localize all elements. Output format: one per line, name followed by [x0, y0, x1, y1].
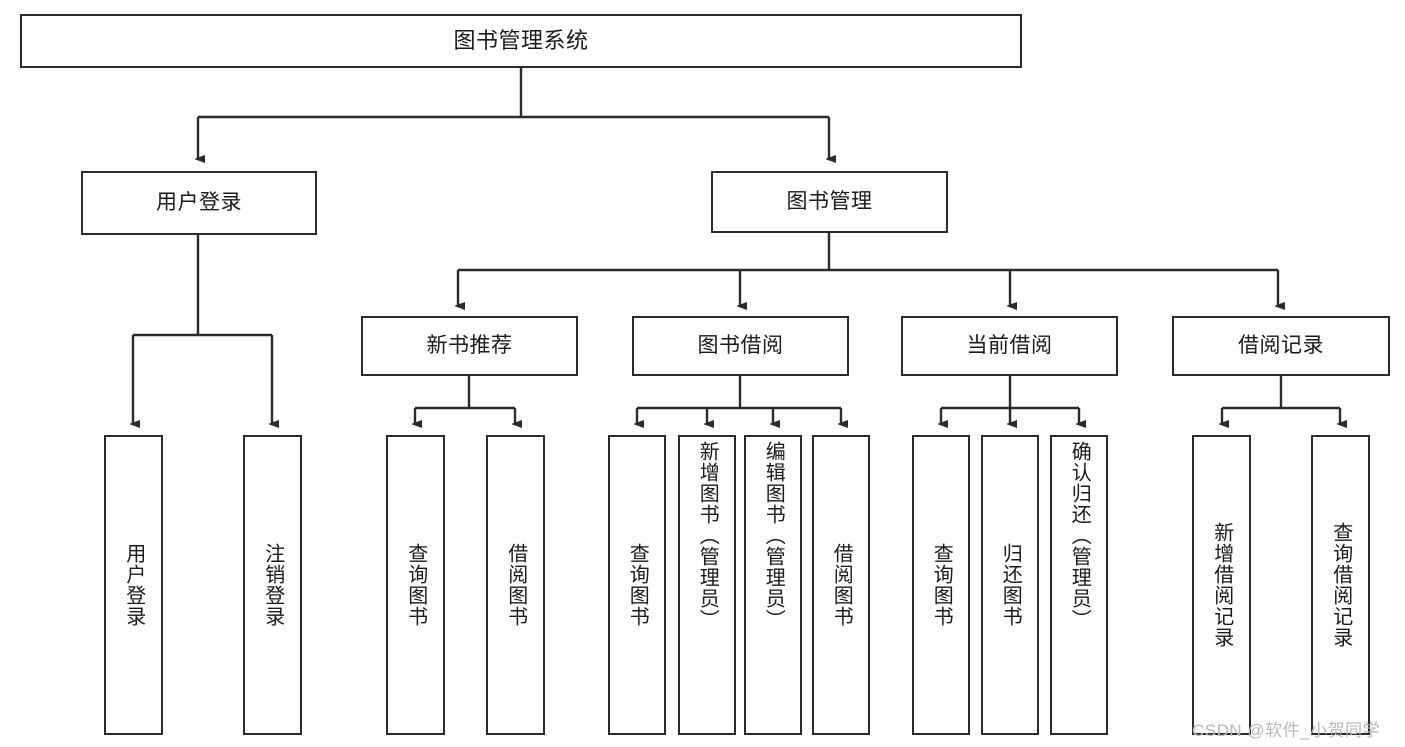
leaf-label: 查询借阅记录: [1329, 522, 1352, 648]
leaf-new-book-query-book[interactable]: 查询图书: [386, 435, 445, 735]
leaf-user-login-login[interactable]: 用户登录: [104, 435, 163, 735]
leaf-label: 确认归还（管理员）: [1068, 441, 1091, 630]
leaf-book-borrow-borrow-book[interactable]: 借阅图书: [812, 435, 870, 735]
node-new-book-recommend[interactable]: 新书推荐: [361, 316, 578, 376]
leaf-label: 用户登录: [122, 543, 145, 627]
leaf-label: 新增图书（管理员）: [696, 441, 719, 630]
leaf-label: 归还图书: [999, 543, 1022, 627]
leaf-label: 借阅图书: [504, 543, 527, 627]
leaf-borrow-record-query-record[interactable]: 查询借阅记录: [1311, 435, 1370, 735]
node-label: 借阅记录: [1238, 334, 1324, 358]
leaf-label: 查询图书: [626, 543, 649, 627]
leaf-borrow-record-add-record[interactable]: 新增借阅记录: [1192, 435, 1251, 735]
node-label: 新书推荐: [426, 334, 513, 358]
leaf-current-borrow-query-book[interactable]: 查询图书: [912, 435, 970, 735]
leaf-label: 借阅图书: [830, 543, 853, 627]
leaf-current-borrow-return-book[interactable]: 归还图书: [981, 435, 1039, 735]
leaf-label: 编辑图书（管理员）: [762, 441, 785, 630]
leaf-user-login-logout[interactable]: 注销登录: [243, 435, 302, 735]
leaf-book-borrow-query-book[interactable]: 查询图书: [608, 435, 666, 735]
leaf-book-borrow-edit-book-admin[interactable]: 编辑图书（管理员）: [744, 435, 802, 735]
leaf-current-borrow-confirm-return-admin[interactable]: 确认归还（管理员）: [1050, 435, 1108, 735]
node-label: 当前借阅: [966, 334, 1053, 358]
node-label: 用户登录: [156, 191, 242, 215]
node-book-borrow[interactable]: 图书借阅: [632, 316, 849, 376]
node-label: 图书管理系统: [453, 27, 589, 53]
node-current-borrow[interactable]: 当前借阅: [901, 316, 1118, 376]
node-user-login[interactable]: 用户登录: [81, 171, 317, 235]
node-borrow-record[interactable]: 借阅记录: [1172, 316, 1390, 376]
leaf-label: 新增借阅记录: [1210, 522, 1233, 648]
leaf-book-borrow-add-book-admin[interactable]: 新增图书（管理员）: [678, 435, 736, 735]
leaf-new-book-borrow-book[interactable]: 借阅图书: [486, 435, 545, 735]
node-label: 图书借阅: [697, 334, 784, 358]
node-book-management[interactable]: 图书管理: [711, 171, 948, 233]
csdn-watermark: CSDN @软件_小贺同学: [1192, 721, 1381, 740]
node-label: 图书管理: [786, 190, 873, 214]
leaf-label: 注销登录: [261, 543, 284, 627]
leaf-label: 查询图书: [404, 543, 427, 627]
node-root-book-management-system[interactable]: 图书管理系统: [20, 14, 1022, 68]
leaf-label: 查询图书: [930, 543, 953, 627]
